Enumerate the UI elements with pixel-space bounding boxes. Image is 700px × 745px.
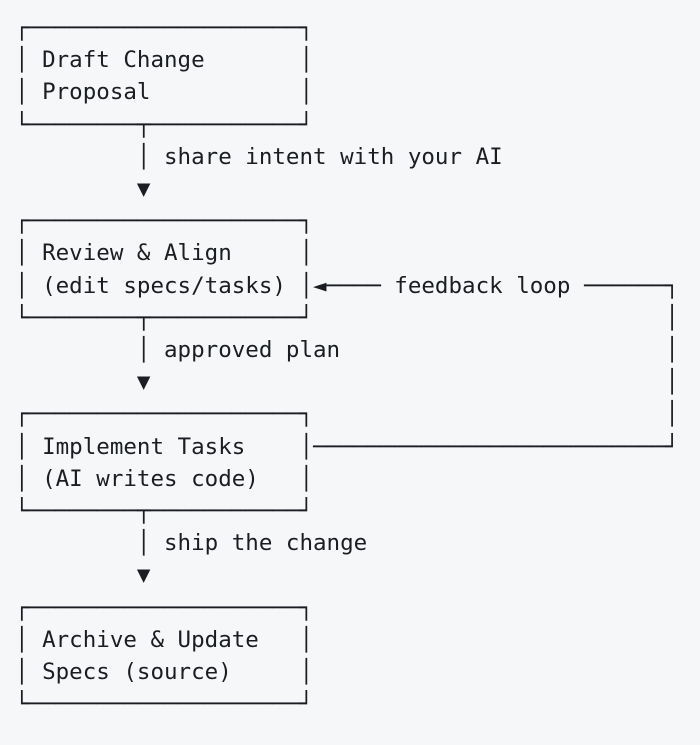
ascii-art: ┌────────────────────┐ │ Draft Change │ … (15, 15, 679, 718)
